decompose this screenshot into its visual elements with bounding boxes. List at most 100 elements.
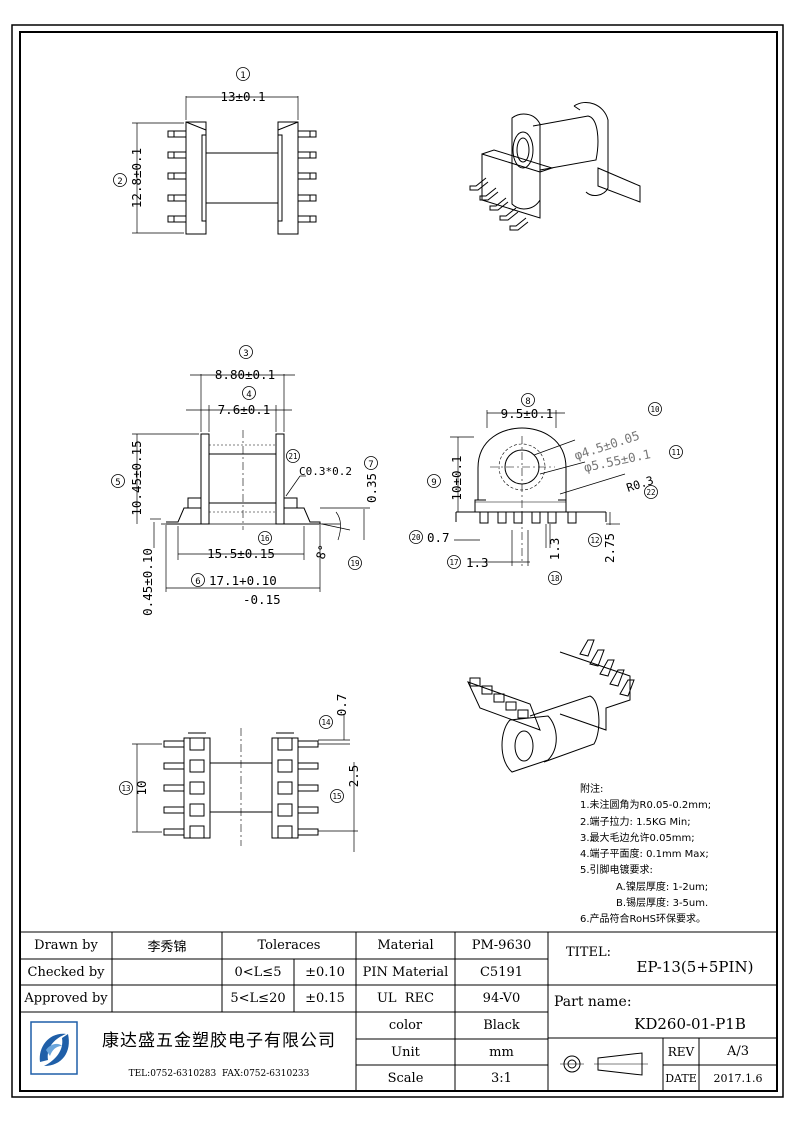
pin-pad <box>189 759 205 773</box>
svg-text:16: 16 <box>260 534 270 543</box>
pin-material-label: PIN Material <box>362 964 449 980</box>
dim-0-7: 0.7 <box>427 530 450 545</box>
pin-pad <box>277 781 293 795</box>
svg-text:13: 13 <box>121 784 130 793</box>
dim-9-5: 9.5±0.1 <box>501 406 554 421</box>
pin-pad <box>189 737 205 751</box>
view3-callout-9: 9 <box>427 474 441 488</box>
pin <box>163 740 185 748</box>
pin <box>167 215 187 223</box>
pin <box>297 151 317 159</box>
rev-value: A/3 <box>726 1044 750 1059</box>
pin <box>167 130 187 138</box>
svg-text:2: 2 <box>117 177 122 187</box>
view1-callout-2: 2 <box>113 173 127 187</box>
color-label: color <box>388 1018 423 1033</box>
svg-text:17: 17 <box>449 558 458 567</box>
svg-text:8: 8 <box>525 397 530 407</box>
pin-pad <box>277 803 293 817</box>
pin <box>513 511 523 524</box>
view1-callout-1: 1 <box>236 67 250 81</box>
isometric-view-1 <box>469 102 641 231</box>
view4-callout-15: 15 <box>330 789 344 803</box>
pin-pad <box>189 781 205 795</box>
view-front <box>450 410 626 566</box>
dim-1-3-right: 1.3 <box>547 538 562 561</box>
pin <box>163 828 185 836</box>
view3-callout-17: 17 <box>447 555 461 569</box>
note-item: 4.端子平面度: 0.1mm Max; <box>580 849 709 861</box>
svg-text:1: 1 <box>240 71 245 81</box>
date-value: 2017.1.6 <box>713 1071 763 1085</box>
svg-text:4: 4 <box>246 390 251 400</box>
view3-callout-8: 8 <box>521 393 535 407</box>
material-value: PM-9630 <box>471 938 532 953</box>
tolerance-value-2: ±0.15 <box>305 991 345 1006</box>
unit-label: Unit <box>391 1044 420 1060</box>
tolerance-range-1: 0<L≤5 <box>234 964 282 980</box>
dim-1-3-left: 1.3 <box>466 555 489 570</box>
view2-callout-19: 19 <box>348 556 362 570</box>
dim-2-75: 2.75 <box>602 533 617 563</box>
pin-pad <box>277 825 293 839</box>
dim-8-deg: 8° <box>314 543 331 561</box>
title-block-grid <box>20 931 777 1091</box>
checked-by-label: Checked by <box>27 964 105 980</box>
view2-callout-6: 6 <box>191 573 205 587</box>
ul-label: UL REC <box>376 991 435 1006</box>
svg-text:3: 3 <box>243 349 248 359</box>
svg-text:21: 21 <box>288 452 297 461</box>
scale-value: 3:1 <box>491 1070 512 1086</box>
dim-0-35: 0.35 <box>364 473 379 503</box>
svg-text:20: 20 <box>411 533 421 542</box>
note-item: 5.引脚电镀要求: <box>580 865 653 877</box>
svg-text:9: 9 <box>431 478 436 488</box>
rev-label: REV <box>667 1044 695 1059</box>
view2-callout-3: 3 <box>239 345 253 359</box>
pin <box>297 828 319 836</box>
view2-callout-5: 5 <box>111 474 125 488</box>
dim-10-height: 10 <box>134 780 149 795</box>
pin-pad <box>189 825 205 839</box>
pin-pad <box>189 803 205 817</box>
pin <box>497 511 507 524</box>
notes-title: 附注: <box>580 784 604 795</box>
svg-text:11: 11 <box>671 448 680 457</box>
dim-13: 13±0.1 <box>220 89 265 104</box>
dim-12-8: 12.8±0.1 <box>129 148 144 208</box>
svg-text:14: 14 <box>321 718 331 727</box>
svg-text:15: 15 <box>332 792 341 801</box>
pin <box>297 784 319 792</box>
pin <box>579 639 595 657</box>
ul-value: 94-V0 <box>482 991 521 1006</box>
note-item: 1.未注圆角为R0.05-0.2mm; <box>580 800 712 812</box>
pin <box>297 806 319 814</box>
view2-callout-7: 7 <box>364 456 378 470</box>
unit-value: mm <box>489 1044 514 1060</box>
tolerances-label: Toleraces <box>257 938 321 953</box>
note-item: 6.产品符合RoHS环保要求。 <box>580 914 707 926</box>
pin <box>297 215 317 223</box>
pin <box>609 669 625 687</box>
pin <box>163 784 185 792</box>
view3-callout-22: 22 <box>644 485 658 499</box>
svg-text:22: 22 <box>646 488 655 497</box>
drawn-by-value: 李秀锦 <box>147 940 187 955</box>
note-item: B.锡层厚度: 3-5um. <box>616 898 709 910</box>
svg-text:10: 10 <box>650 405 660 414</box>
view2-callout-4: 4 <box>242 386 256 400</box>
view2-callout-16: 16 <box>258 531 272 545</box>
pin <box>479 187 499 201</box>
svg-text:7: 7 <box>368 460 373 470</box>
dim-10: 10±0.1 <box>449 455 464 500</box>
approved-by-label: Approved by <box>24 991 108 1006</box>
view3-callout-12: 12 <box>588 533 602 547</box>
view4-callout-14: 14 <box>319 715 333 729</box>
company-name: 康达盛五金塑胶电子有限公司 <box>102 1030 336 1051</box>
pin-pad <box>277 759 293 773</box>
scale-label: Scale <box>387 1070 424 1086</box>
note-item: 2.端子拉力: 1.5KG Min; <box>580 816 691 828</box>
pin-pad <box>277 737 293 751</box>
pin <box>167 194 187 202</box>
